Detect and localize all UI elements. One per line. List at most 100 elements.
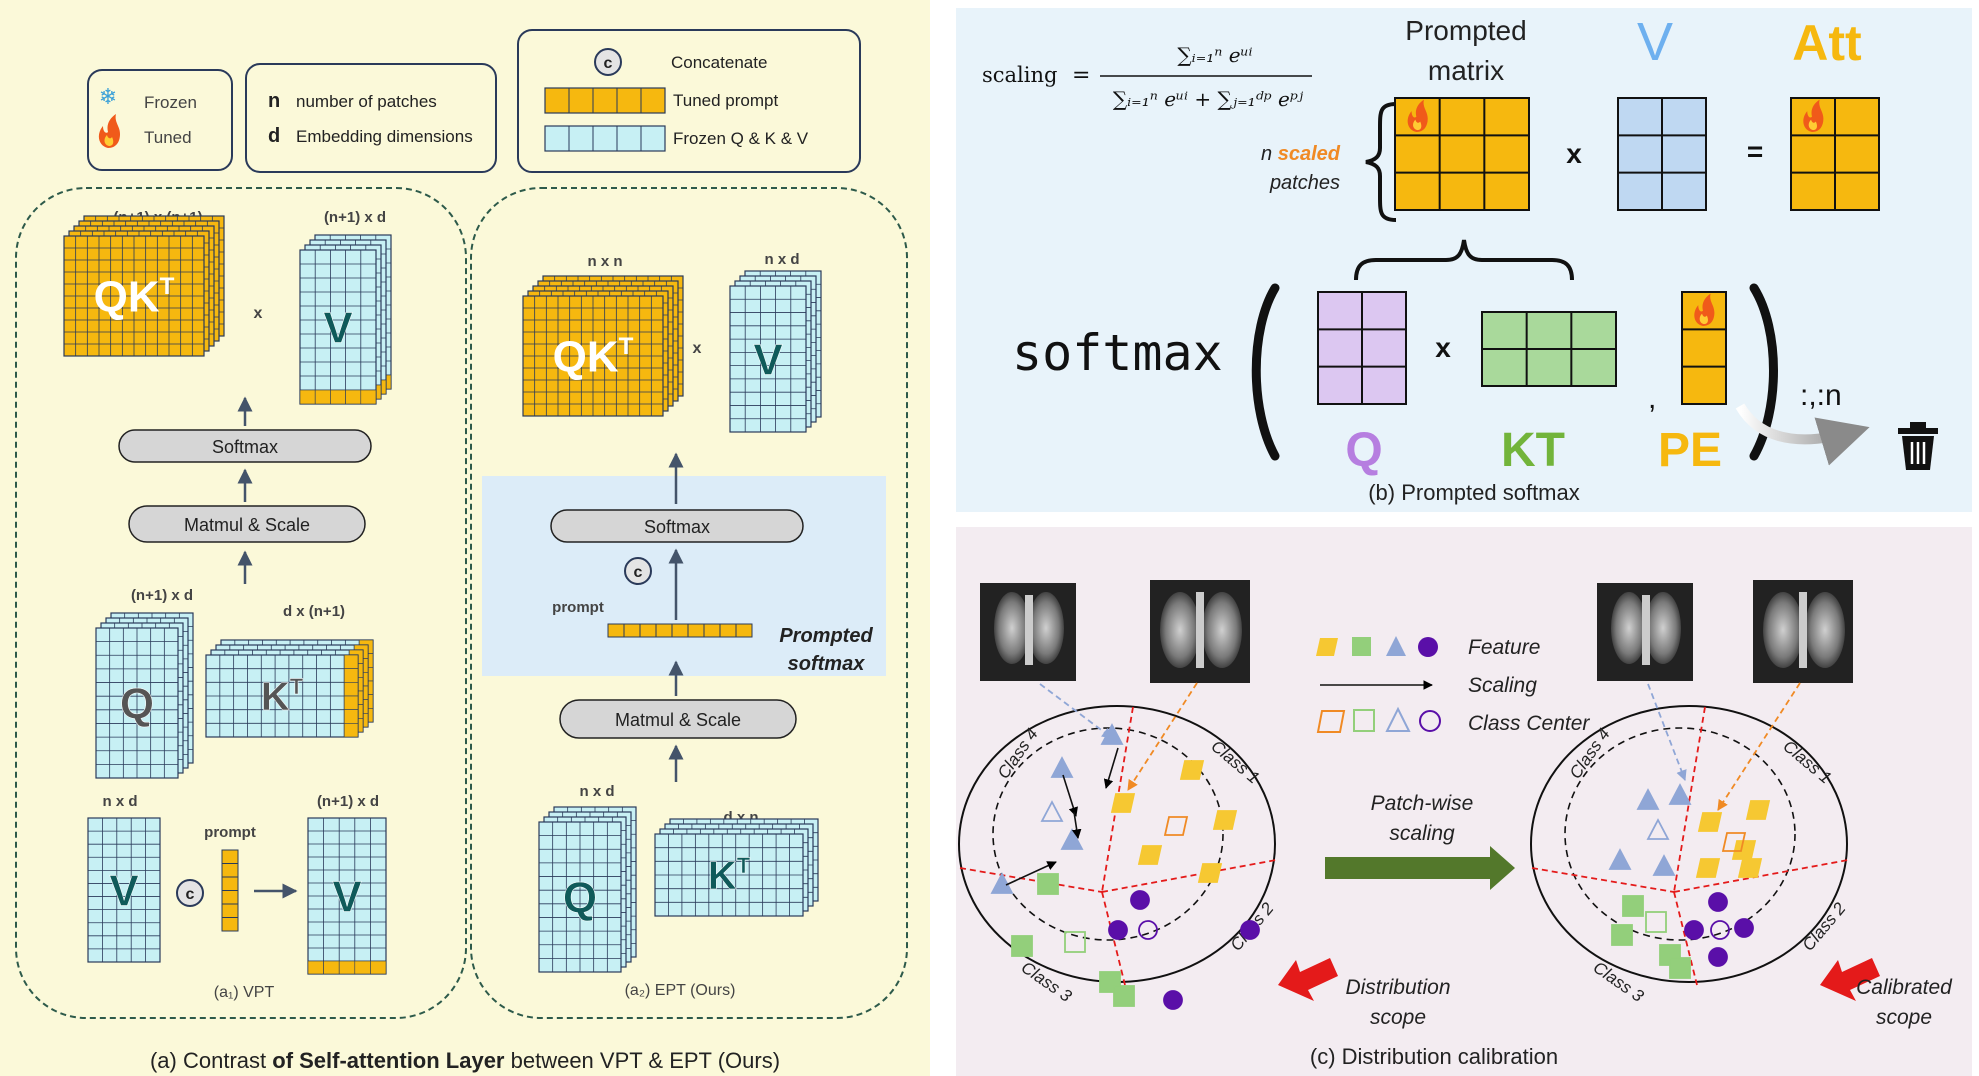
prompt-cell <box>607 623 625 638</box>
prompt-cell <box>221 903 239 918</box>
feature-square <box>1113 985 1135 1007</box>
ept-prompt-label: prompt <box>552 599 604 616</box>
feature-triangle <box>1100 723 1124 745</box>
left-points <box>990 723 1260 1010</box>
vpt-diagram: (n+1) x (n+1) (n+1) x d QKT x V Softmax … <box>63 209 392 1001</box>
feature-triangle <box>1060 828 1084 850</box>
att-title: Att <box>1792 15 1862 71</box>
panel-b-caption: (b) Prompted softmax <box>1368 480 1580 505</box>
n-scaled-patches-label: n scaled patches <box>1261 102 1397 222</box>
green-arrow <box>1325 846 1515 890</box>
feature-square <box>1611 924 1633 946</box>
fire-icon <box>1803 99 1824 132</box>
center-circle <box>1710 920 1730 940</box>
vpt-kt-dim: d x (n+1) <box>283 603 345 620</box>
distribution-scope-2: scope <box>1370 1006 1426 1029</box>
panel-b-background <box>956 8 1972 512</box>
panel-a: ❄ Frozen Tuned n number of patches d Emb… <box>0 0 930 1076</box>
center-parallelogram <box>1163 816 1189 836</box>
matrix-label: Q <box>120 679 154 728</box>
prompt-cell <box>221 917 239 932</box>
ept-prompt-row <box>607 623 753 638</box>
center-triangle <box>1646 818 1670 840</box>
concat-icon <box>594 48 622 76</box>
center-yellow-icon <box>1316 710 1346 733</box>
pe-label: PE <box>1658 424 1722 477</box>
fire-icon <box>1407 99 1428 132</box>
outer-circle-right <box>1530 705 1848 983</box>
ept-q-dim: n x d <box>579 783 614 800</box>
feature-purple-icon <box>1418 637 1438 657</box>
fire-icon <box>98 114 120 148</box>
scaling-eq: = <box>1072 63 1090 88</box>
calibrated-scope-arrow <box>1820 958 1880 1001</box>
ept-times: x <box>693 340 702 357</box>
feature-circle <box>1130 890 1150 910</box>
legend-d-desc: Embedding dimensions <box>296 127 473 146</box>
ept-qkt-dim: n x n <box>587 253 622 270</box>
patch-wise-scaling: Patch-wise scaling <box>1325 792 1515 890</box>
ept-concat-icon <box>624 557 652 585</box>
feature-parallelogram <box>1697 812 1723 832</box>
vpt-kt-matrix: KT <box>205 639 374 738</box>
xray-arrow-orange-left <box>1127 682 1198 791</box>
feature-circle <box>1684 920 1704 940</box>
prompt-cell <box>719 623 737 638</box>
vpt-matmul-box <box>128 505 366 543</box>
prompt-cells <box>338 960 356 975</box>
prompt-cells <box>345 389 362 405</box>
legend-n-key: n <box>268 90 280 112</box>
v-matrix <box>1617 97 1707 211</box>
prompt-cells <box>343 723 359 738</box>
feature-parallelogram <box>1197 863 1223 883</box>
patch-wise-label-1: Patch-wise <box>1371 792 1474 815</box>
ept-softmax-label: Softmax <box>644 517 710 537</box>
prompt-cell <box>623 623 641 638</box>
xray-image-4 <box>1753 580 1853 683</box>
feature-circle <box>1708 892 1728 912</box>
matrix-label: QKT <box>94 272 175 321</box>
prompt-cell <box>221 849 239 864</box>
calibrated-scope-2: scope <box>1876 1006 1932 1029</box>
fire-core <box>1808 119 1817 131</box>
vpt-prompt-label: prompt <box>204 824 256 841</box>
feature-circle <box>1108 920 1128 940</box>
vpt-softmax-box <box>118 429 372 463</box>
prompt-cells <box>343 682 359 697</box>
prompt-cells <box>354 960 371 975</box>
center-square <box>1064 931 1086 953</box>
feature-parallelogram <box>1137 845 1163 865</box>
feature-square <box>1037 873 1059 895</box>
ept-concat-label: c <box>634 564 643 581</box>
legend-d-key: d <box>268 125 280 147</box>
feature-green-icon <box>1352 637 1371 656</box>
vpt-times: x <box>254 305 263 322</box>
feature-circle <box>1240 920 1260 940</box>
ept-prompted-softmax-2: softmax <box>788 653 866 675</box>
softmax-word: softmax <box>1012 324 1223 382</box>
ept-v-matrix: V <box>729 270 822 433</box>
stack-layer <box>299 249 377 405</box>
panel-a-caption: (a) Contrast of Self-attention Layer bet… <box>150 1048 780 1073</box>
xray-arrow-blue-right <box>1647 683 1687 782</box>
panel-b: scaling = ∑ᵢ₌₁ⁿ eᵘⁱ ∑ᵢ₌₁ⁿ eᵘⁱ + ∑ⱼ₌₁ᵈᵖ e… <box>956 8 1972 512</box>
panel-c: Feature Scaling Class Center Class 4 Cla… <box>956 527 1972 1076</box>
vpt-v-in-dim: n x d <box>102 793 137 810</box>
ept-q-matrix: Q <box>538 806 637 973</box>
prompt-cell <box>221 863 239 878</box>
xray-image-2 <box>1150 580 1250 683</box>
feature-yellow-icon <box>1316 638 1338 656</box>
center-circle <box>1138 920 1158 940</box>
prompt-cell <box>221 890 239 905</box>
scaling-label: scaling <box>982 63 1057 87</box>
center-blue-icon <box>1385 706 1411 732</box>
ept-matmul-label: Matmul & Scale <box>615 710 741 730</box>
tuned-prompt-swatch <box>544 87 666 114</box>
legend-frozen-qkv: Frozen Q & K & V <box>673 129 809 148</box>
v-title: V <box>1637 12 1673 72</box>
legend-frozen-tuned: ❄ Frozen Tuned <box>87 69 233 171</box>
legend-feature: Feature <box>1468 636 1540 659</box>
q-label-b: Q <box>1345 424 1382 477</box>
feature-triangle <box>1636 788 1660 810</box>
feature-parallelogram <box>1110 793 1136 813</box>
